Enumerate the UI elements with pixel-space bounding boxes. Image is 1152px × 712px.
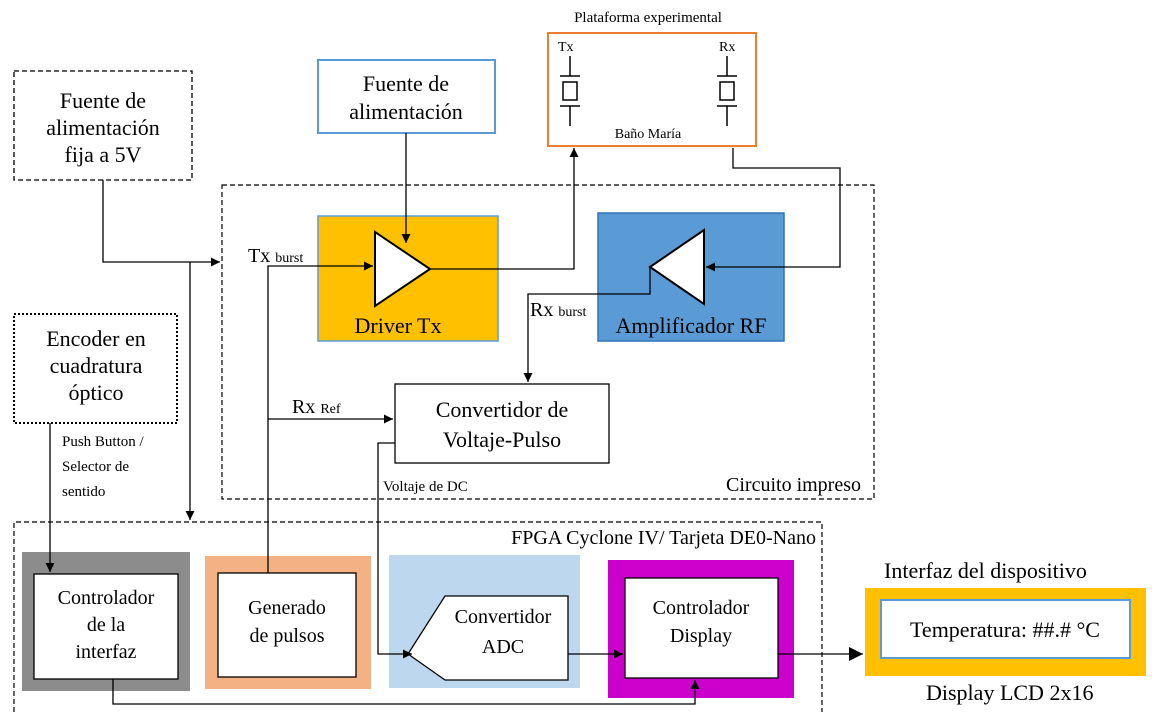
printed-circuit-region: Circuito impreso <box>221 184 875 500</box>
vp-converter-line-1: Convertidor de <box>436 397 569 422</box>
platform-tx-label: Tx <box>558 40 574 55</box>
fixed-power-line-2: alimentación <box>46 115 160 140</box>
rx-transducer-icon <box>717 56 737 126</box>
power-supply-block: Fuente de alimentación <box>317 59 496 134</box>
driver-tx-block: Driver Tx <box>317 215 499 342</box>
encoder-line-2: cuadratura <box>50 353 143 378</box>
experimental-platform-block: Plataforma experimental Tx Rx Baño María <box>547 10 757 147</box>
pulse-generator-block: Generado de pulsos <box>205 556 371 689</box>
wire-platform-to-amp <box>706 148 841 272</box>
wire-pulse-to-driver <box>267 261 373 573</box>
push-button-line-2: Selector de <box>62 459 129 475</box>
interface-ctrl-line-3: interfaz <box>75 641 136 663</box>
display-ctrl-line-2: Display <box>670 625 732 647</box>
power-supply-line-2: alimentación <box>349 99 463 124</box>
encoder-block: Encoder en cuadratura óptico <box>13 313 178 424</box>
wire-driver-to-platform <box>430 148 579 270</box>
push-button-line-3: sentido <box>62 484 105 500</box>
display-ctrl-line-1: Controlador <box>653 597 750 619</box>
adc-block: Convertidor ADC <box>389 555 580 688</box>
pulse-gen-line-2: de pulsos <box>250 625 325 647</box>
tx-transducer-icon <box>560 56 580 126</box>
fixed-power-line-3: fija a 5V <box>65 142 142 167</box>
wire-fixed-supply-to-pcb <box>102 180 220 267</box>
power-supply-line-1: Fuente de <box>363 71 449 96</box>
platform-rx-label: Rx <box>719 40 735 55</box>
dc-voltage-label: Voltaje de DC <box>383 479 468 495</box>
wire-interface-to-display-ctrl <box>112 679 700 705</box>
pcb-label: Circuito impreso <box>726 474 861 496</box>
driver-amplifier-icon <box>374 230 432 308</box>
fpga-region: FPGA Cyclone IV/ Tarjeta DE0-Nano <box>13 521 823 712</box>
rf-amplifier-block: Amplificador RF <box>597 212 785 342</box>
encoder-line-3: óptico <box>69 380 124 405</box>
pulse-gen-line-1: Generado <box>248 597 326 619</box>
platform-title: Plataforma experimental <box>574 10 722 26</box>
adc-line-2: ADC <box>482 636 524 658</box>
voltage-pulse-converter-block: Convertidor de Voltaje-Pulso <box>394 383 610 464</box>
interface-controller-block: Controlador de la interfaz <box>22 552 190 691</box>
interface-ctrl-line-2: de la <box>87 614 125 636</box>
fpga-label: FPGA Cyclone IV/ Tarjeta DE0-Nano <box>511 527 816 549</box>
wire-converter-to-adc <box>377 442 412 659</box>
vp-converter-line-2: Voltaje-Pulso <box>443 427 561 452</box>
connections <box>45 133 863 705</box>
encoder-line-1: Encoder en <box>46 326 146 351</box>
display-controller-block: Controlador Display <box>608 560 794 698</box>
lcd-display: Temperatura: ##.# °C <box>865 588 1146 676</box>
adc-line-1: Convertidor <box>455 606 552 628</box>
rf-amplifier-icon <box>648 228 705 306</box>
fixed-power-supply-block: Fuente de alimentación fija a 5V <box>13 70 193 181</box>
fixed-power-line-1: Fuente de <box>60 88 146 113</box>
wire-amp-to-converter <box>523 267 651 382</box>
push-button-line-1: Push Button / <box>62 434 145 450</box>
lcd-text: Temperatura: ##.# °C <box>910 617 1100 642</box>
water-bath-label: Baño María <box>615 127 682 142</box>
interface-ctrl-line-1: Controlador <box>58 587 155 609</box>
driver-label: Driver Tx <box>355 313 442 338</box>
device-interface-title: Interfaz del dispositivo <box>884 558 1087 583</box>
lcd-label: Display LCD 2x16 <box>926 680 1093 705</box>
amp-label: Amplificador RF <box>616 313 767 338</box>
